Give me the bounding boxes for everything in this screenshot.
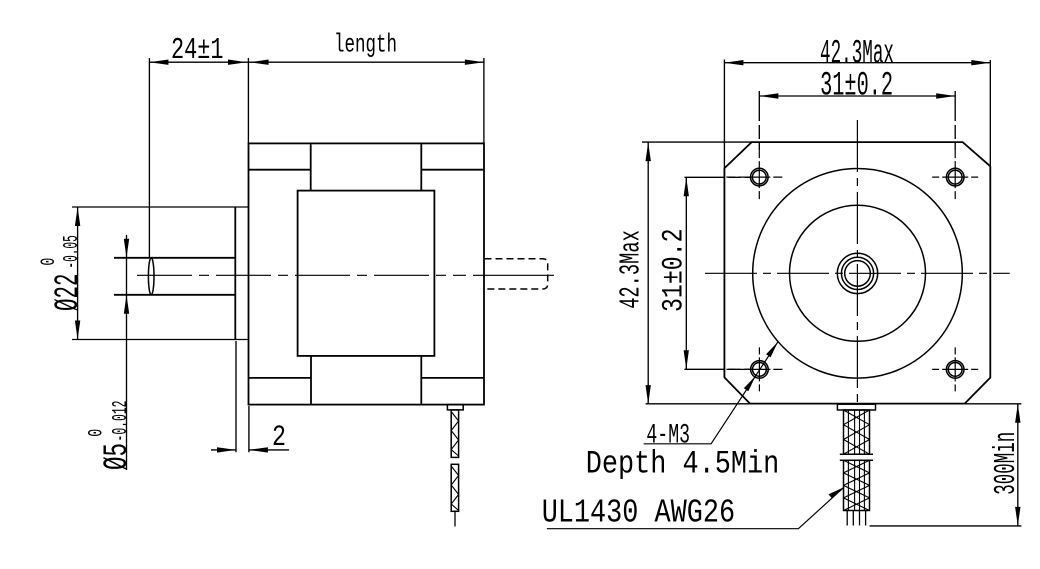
svg-text:4-M3: 4-M3	[646, 420, 690, 451]
svg-text:42.3Max: 42.3Max	[615, 230, 648, 309]
svg-text:300Min: 300Min	[989, 432, 1024, 495]
svg-text:UL1430 AWG26: UL1430 AWG26	[542, 494, 735, 531]
svg-text:24±1: 24±1	[171, 33, 224, 68]
svg-text:length: length	[334, 30, 397, 60]
svg-text:-0.012: -0.012	[110, 401, 133, 442]
svg-text:-0.05: -0.05	[61, 235, 84, 268]
svg-text:0: 0	[86, 429, 109, 437]
svg-text:42.3Max: 42.3Max	[820, 35, 894, 73]
svg-text:31±0.2: 31±0.2	[820, 67, 893, 105]
svg-text:31±0.2: 31±0.2	[657, 228, 691, 312]
svg-text:Depth 4.5Min: Depth 4.5Min	[586, 446, 779, 483]
svg-text:Ø22: Ø22	[50, 274, 88, 312]
svg-text:0: 0	[38, 258, 61, 266]
svg-text:2: 2	[272, 421, 286, 455]
svg-text:Ø5: Ø5	[99, 443, 137, 470]
